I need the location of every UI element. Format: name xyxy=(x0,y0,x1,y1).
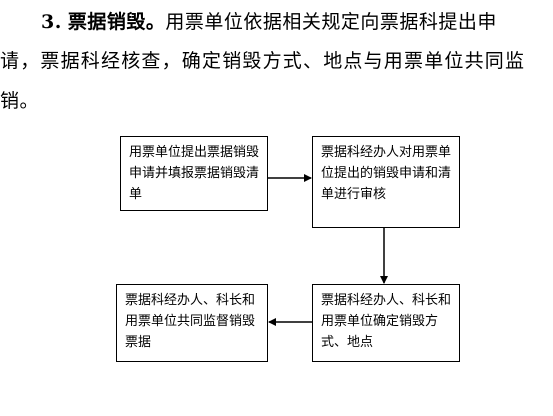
flow-step-submit-application: 用票单位提出票据销毁申请并填报票据销毁清单 xyxy=(120,136,268,211)
flow-step-review-application: 票据科经办人对用票单位提出的销毁申请和清单进行审核 xyxy=(312,136,460,228)
flow-step-determine-method-location: 票据科经办人、科长和用票单位确定销毁方式、地点 xyxy=(312,284,460,362)
flow-step-supervise-destruction: 票据科经办人、科长和用票单位共同监督销毁票据 xyxy=(116,284,268,362)
instruction-paragraph: 3.票据销毁。用票单位依据相关规定向票据科提出申 请，票据科经核查，确定销毁方式… xyxy=(0,0,553,120)
paragraph-line-1: 3.票据销毁。用票单位依据相关规定向票据科提出申 xyxy=(41,10,497,34)
paragraph-line-2: 请，票据科经核查，确定销毁方式、地点与用票单位共同监 xyxy=(0,50,526,72)
section-number: 3. xyxy=(41,11,62,33)
paragraph-line-3: 销。 xyxy=(0,90,40,112)
paragraph-line-1-text: 用票单位依据相关规定向票据科提出申 xyxy=(165,11,497,33)
section-title: 票据销毁。 xyxy=(67,11,166,33)
